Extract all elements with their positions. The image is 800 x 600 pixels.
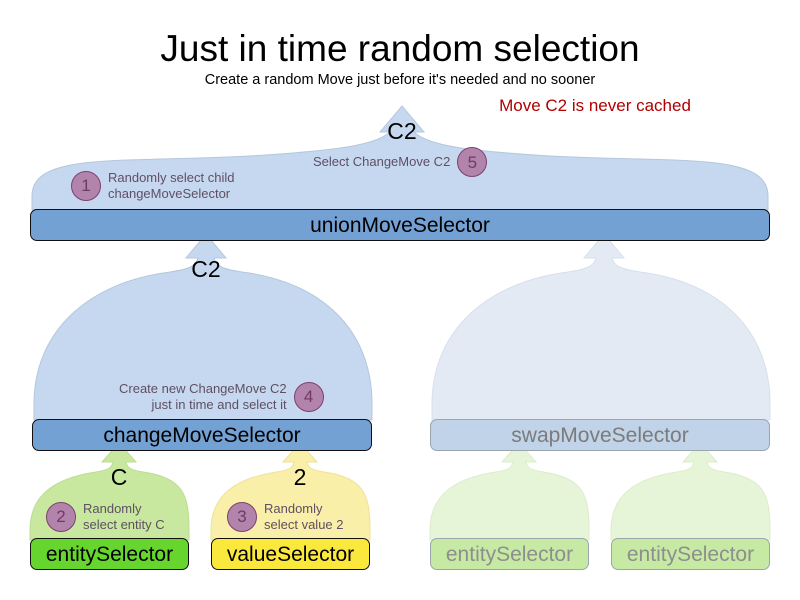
page-title: Just in time random selection: [160, 28, 640, 69]
step-badge-3: 3: [227, 501, 257, 532]
step-text-5: Select ChangeMove C2: [313, 154, 451, 170]
swap-arch: [431, 233, 771, 421]
swap-entity-selector-left-bar[interactable]: entitySelector: [430, 538, 589, 570]
value-selector-bar[interactable]: valueSelector: [211, 538, 370, 570]
flow-label-change-to-union: C2: [191, 256, 221, 282]
swap-entity-selector-right-bar[interactable]: entitySelector: [611, 538, 770, 570]
step-badge-4: 4: [293, 381, 324, 412]
step-annotation-4: 4 Create new ChangeMove C2 just in time …: [119, 381, 324, 413]
page-subtitle: Create a random Move just before it's ne…: [204, 72, 596, 88]
step-text-1: Randomly select child changeMoveSelector: [108, 170, 235, 201]
step-badge-5: 5: [457, 147, 488, 177]
never-cached-note: Move C2 is never cached: [499, 96, 691, 115]
step-text-2: Randomly select entity C: [83, 501, 165, 532]
step-annotation-3: 3 Randomly select value 2: [227, 501, 344, 533]
flow-label-value-to-change: 2: [293, 464, 307, 490]
union-move-selector-bar[interactable]: unionMoveSelector: [30, 209, 770, 241]
swap-entity-left-arch: [429, 442, 590, 541]
step-annotation-5: 5 Select ChangeMove C2: [313, 147, 488, 177]
step-text-3: Randomly select value 2: [264, 501, 344, 532]
change-move-selector-bar[interactable]: changeMoveSelector: [32, 419, 372, 451]
flow-label-union-output: C2: [387, 118, 417, 144]
step-text-4: Create new ChangeMove C2 just in time an…: [119, 381, 287, 412]
flow-label-entity-to-change: C: [110, 464, 128, 490]
step-annotation-1: 1 Randomly select child changeMoveSelect…: [71, 170, 234, 202]
entity-selector-bar[interactable]: entitySelector: [30, 538, 189, 570]
step-annotation-2: 2 Randomly select entity C: [46, 501, 165, 533]
step-badge-1: 1: [71, 170, 101, 201]
step-badge-2: 2: [46, 501, 76, 532]
swap-entity-right-arch: [610, 442, 771, 541]
swap-move-selector-bar[interactable]: swapMoveSelector: [430, 419, 770, 451]
